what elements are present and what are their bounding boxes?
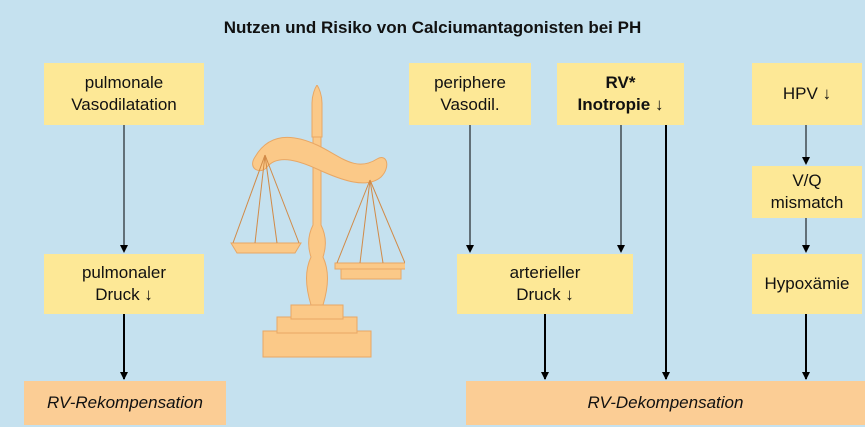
box-rv-inotropie: RV* Inotropie ↓ bbox=[557, 63, 684, 125]
box-line: Vasodilatation bbox=[71, 95, 177, 114]
box-line: pulmonale bbox=[84, 73, 164, 92]
box-line: mismatch bbox=[770, 193, 844, 212]
box-line: V/Q bbox=[792, 171, 822, 190]
box-line: RV* bbox=[605, 73, 636, 92]
box-hpv: HPV ↓ bbox=[752, 63, 862, 125]
box-periphere-vasodil: periphere Vasodil. bbox=[409, 63, 531, 125]
box-line: Vasodil. bbox=[440, 95, 500, 114]
bar-rv-rekompensation: RV-Rekompensation bbox=[24, 381, 226, 425]
box-line: Druck ↓ bbox=[516, 285, 574, 304]
box-line: Hypoxämie bbox=[764, 274, 850, 293]
box-line: pulmonaler bbox=[81, 263, 167, 282]
bar-label: RV-Dekompensation bbox=[587, 393, 744, 412]
scale-icon bbox=[230, 85, 405, 358]
box-vq-mismatch: V/Q mismatch bbox=[752, 166, 862, 218]
diagram-title: Nutzen und Risiko von Calciumantagoniste… bbox=[223, 18, 642, 37]
box-pulmonaler-druck: pulmonaler Druck ↓ bbox=[44, 254, 204, 314]
box-line: HPV ↓ bbox=[782, 84, 832, 103]
box-line: Inotropie ↓ bbox=[577, 95, 664, 114]
box-pulmonale-vasodilatation: pulmonale Vasodilatation bbox=[44, 63, 204, 125]
bar-label: RV-Rekompensation bbox=[47, 393, 203, 412]
box-hypoxaemie: Hypoxämie bbox=[752, 254, 862, 314]
box-line: periphere bbox=[434, 73, 506, 92]
box-line: Druck ↓ bbox=[95, 285, 153, 304]
box-line: arterieller bbox=[509, 263, 581, 282]
box-arterieller-druck: arterieller Druck ↓ bbox=[457, 254, 633, 314]
bar-rv-dekompensation: RV-Dekompensation bbox=[466, 381, 865, 425]
